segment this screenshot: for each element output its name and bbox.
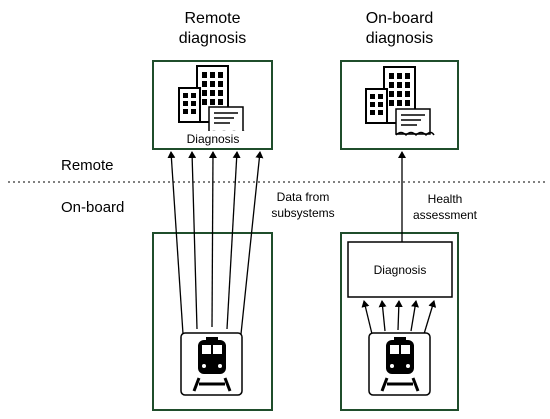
data-from-subsystems-label: Data from subsystems xyxy=(265,189,341,221)
onboard-diagnosis-box-label: Diagnosis xyxy=(373,263,427,277)
data-from-line2: subsystems xyxy=(271,206,335,220)
health-line1: Health xyxy=(427,192,463,206)
onboard-title-line1: On-board xyxy=(365,10,434,27)
remote-zone-label: Remote xyxy=(61,157,114,174)
health-assessment-label: Health assessment xyxy=(405,191,485,223)
remote-diagnosis-box-label: Diagnosis xyxy=(178,131,248,147)
subsystem-data-arrows xyxy=(167,151,264,335)
remote-title-line1: Remote xyxy=(184,10,241,27)
train-icon xyxy=(180,332,243,396)
onboard-diagnosis-title: On-board diagnosis xyxy=(338,9,461,49)
train-icon xyxy=(368,332,431,396)
health-line2: assessment xyxy=(412,208,478,222)
remote-title-line2: diagnosis xyxy=(178,30,247,47)
remote-diagnosis-title: Remote diagnosis xyxy=(150,9,275,49)
onboard-diagnosis-box xyxy=(347,241,453,298)
onboard-title-line2: diagnosis xyxy=(365,30,434,47)
certificate-icon xyxy=(395,108,435,137)
certificate-icon xyxy=(208,106,248,136)
onboard-zone-label: On-board xyxy=(61,199,125,216)
data-from-line1: Data from xyxy=(276,190,330,204)
onboard-subsystem-arrows xyxy=(361,300,437,335)
